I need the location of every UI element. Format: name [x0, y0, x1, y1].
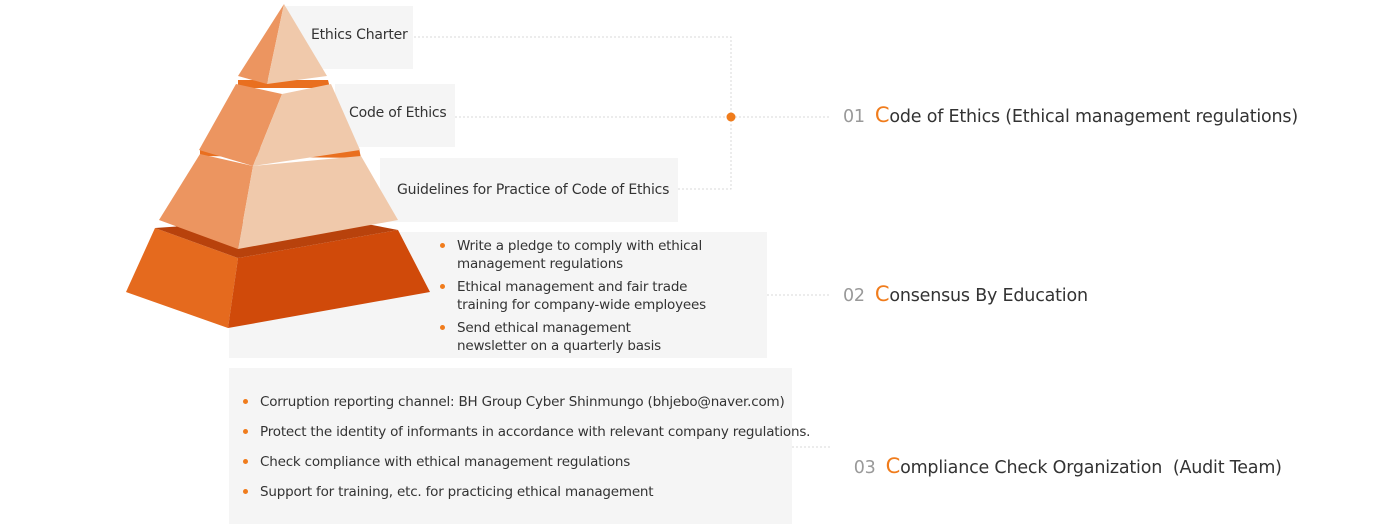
compliance-item: Support for training, etc. for practicin…: [243, 483, 790, 501]
education-item: Ethical management and fair trade traini…: [440, 278, 757, 314]
section-initial: C: [885, 454, 901, 478]
section-title: ode of Ethics (Ethical management regula…: [889, 107, 1298, 127]
compliance-item: Check compliance with ethical management…: [243, 453, 790, 471]
section-initial: C: [874, 103, 890, 127]
section-initial: C: [874, 282, 890, 306]
tier3-label-box: [380, 158, 678, 222]
section-02-heading: 02 Consensus By Education: [843, 282, 1088, 306]
education-item: Send ethical management newsletter on a …: [440, 319, 757, 355]
pyramid-tier-2: [199, 80, 360, 166]
section-number: 03: [853, 458, 876, 478]
tier3-label: Guidelines for Practice of Code of Ethic…: [397, 182, 670, 198]
compliance-list: Corruption reporting channel: BH Group C…: [243, 393, 811, 501]
education-list: Write a pledge to comply with ethical ma…: [440, 237, 757, 355]
compliance-item: Protect the identity of informants in ac…: [243, 424, 811, 440]
compliance-box: [229, 368, 792, 524]
pyramid-tier-1: [238, 4, 327, 84]
tier2-label: Code of Ethics: [349, 105, 447, 121]
section-01-heading: 01 Code of Ethics (Ethical management reg…: [843, 103, 1298, 127]
section-title: onsensus By Education: [889, 286, 1088, 306]
tier1-label: Ethics Charter: [311, 27, 408, 43]
section-number: 01: [843, 107, 865, 127]
section-03-heading: 03 Compliance Check Organization (Audit T…: [843, 434, 1282, 478]
connector-dot: [726, 112, 736, 122]
section-number: 02: [843, 286, 865, 306]
tier2-label-box: [335, 84, 455, 147]
education-item: Write a pledge to comply with ethical ma…: [440, 237, 757, 273]
compliance-item: Corruption reporting channel: BH Group C…: [243, 393, 790, 411]
section-title: ompliance Check Organization (Audit Team…: [900, 458, 1282, 478]
